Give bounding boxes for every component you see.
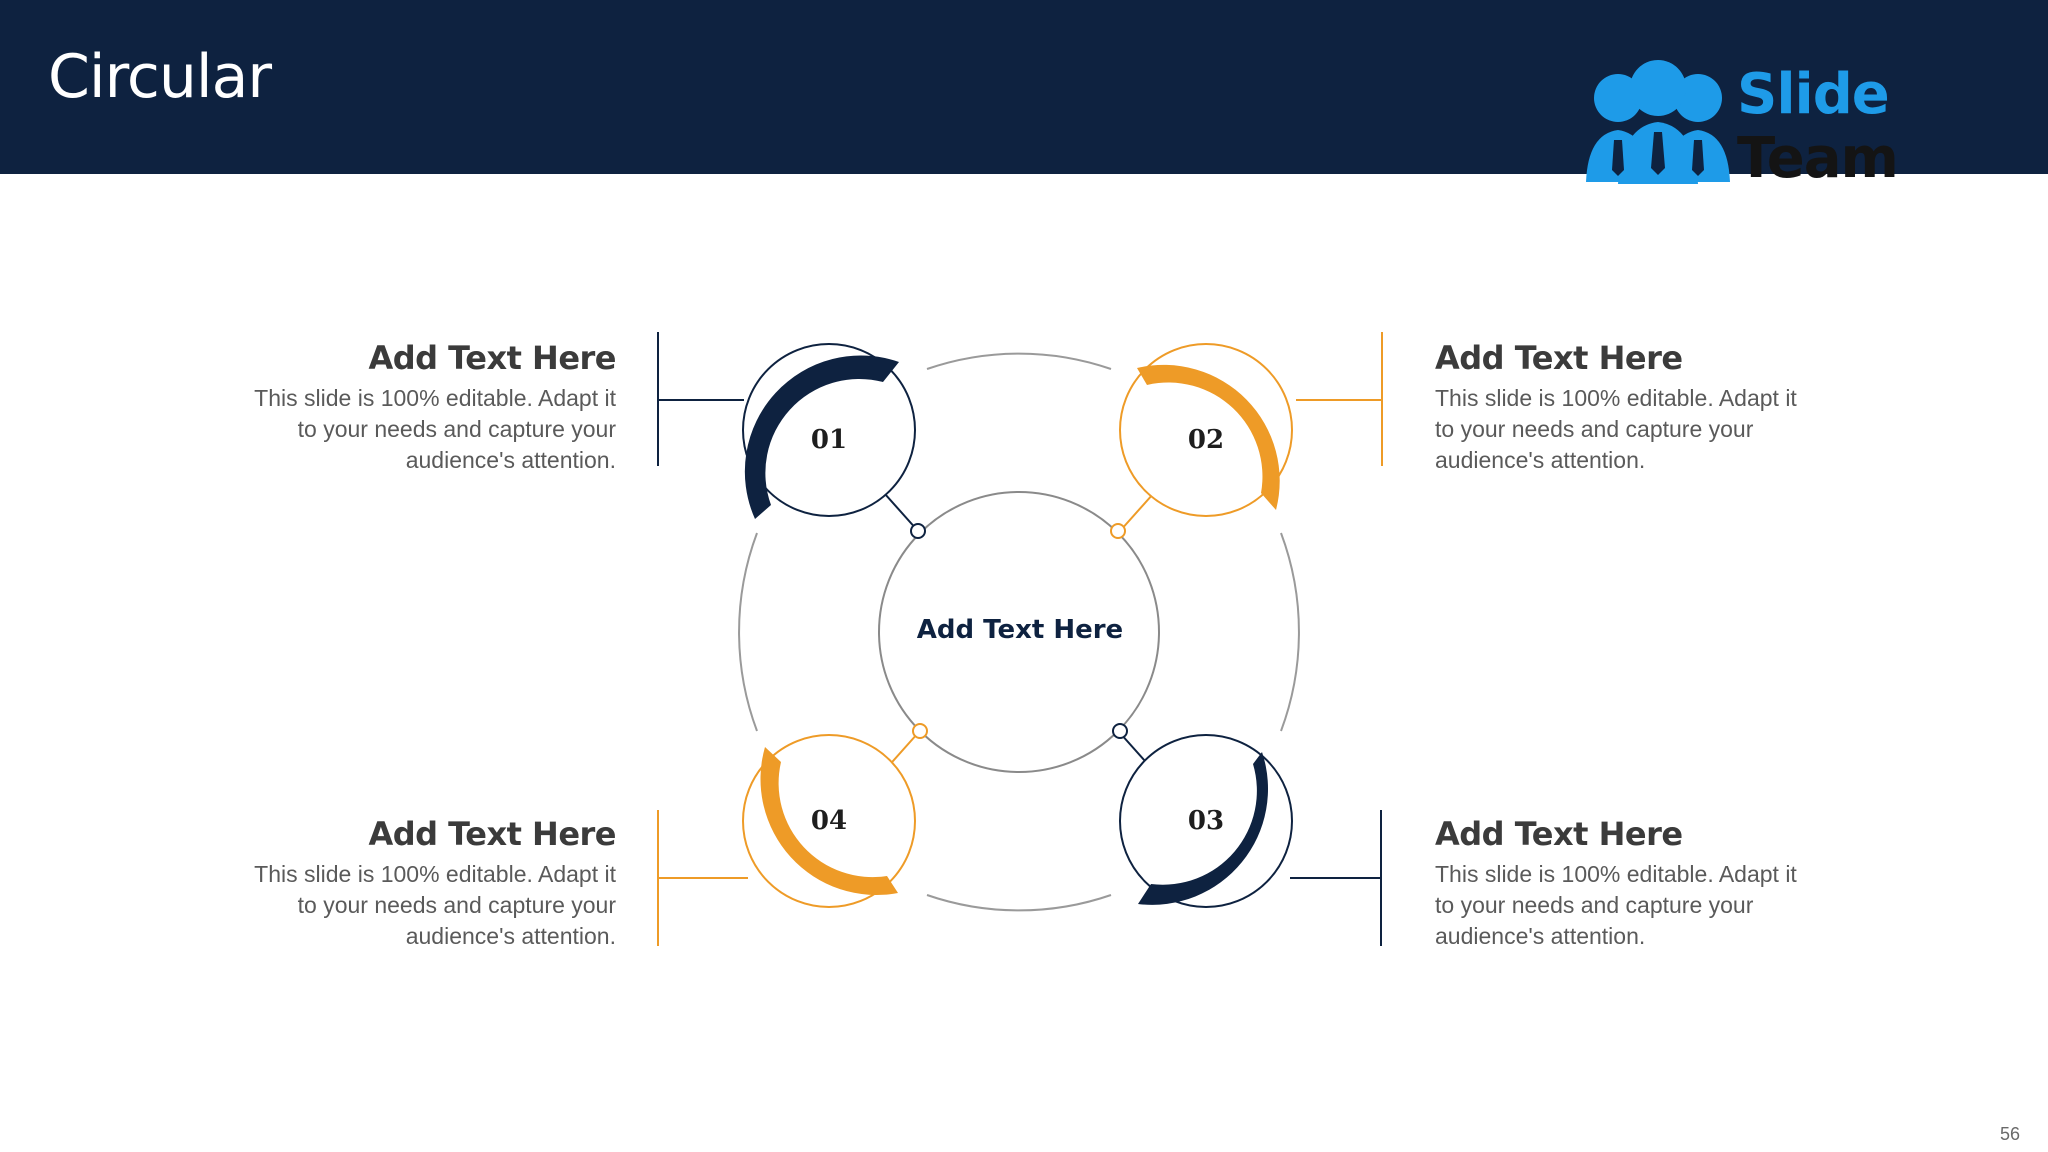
step-03-heading: Add Text Here	[1435, 815, 1683, 853]
step-01-number: 01	[810, 425, 848, 455]
step-02-body: This slide is 100% editable. Adapt it to…	[1435, 385, 1797, 473]
step-01-text-block: Add Text Here This slide is 100% editabl…	[236, 339, 616, 476]
step-01-arc	[744, 355, 899, 519]
step-04-heading: Add Text Here	[368, 815, 616, 853]
slide-title: Circular	[48, 42, 272, 112]
step-04-body: This slide is 100% editable. Adapt it to…	[254, 861, 616, 949]
step-03-number: 03	[1187, 806, 1225, 836]
connector-dot-03	[1112, 723, 1128, 739]
step-04-text-block: Add Text Here This slide is 100% editabl…	[236, 815, 616, 952]
step-02-number: 02	[1187, 425, 1225, 455]
step-03-text-block: Add Text Here This slide is 100% editabl…	[1435, 815, 1815, 952]
logo-word-slide: Slide	[1737, 62, 1890, 127]
page-number: 56	[1999, 1124, 2020, 1144]
step-04-number: 04	[810, 806, 848, 836]
step-03-body: This slide is 100% editable. Adapt it to…	[1435, 861, 1797, 949]
connector-dot-04	[912, 723, 928, 739]
step-02-arc	[1137, 364, 1280, 510]
step-01-body: This slide is 100% editable. Adapt it to…	[254, 385, 616, 473]
step-02-text-block: Add Text Here This slide is 100% editabl…	[1435, 339, 1815, 476]
center-circle	[878, 491, 1160, 773]
outer-arc-bottom	[926, 894, 1112, 912]
step-01-heading: Add Text Here	[368, 339, 616, 377]
outer-arc-left	[738, 532, 758, 732]
outer-arc-top	[926, 352, 1112, 370]
connector-dot-02	[1110, 523, 1126, 539]
outer-arc-right	[1280, 532, 1300, 732]
center-label: Add Text Here	[916, 615, 1124, 645]
connector-dot-01	[910, 523, 926, 539]
logo-word-team: Team	[1737, 126, 1898, 188]
step-02-heading: Add Text Here	[1435, 339, 1683, 377]
step-04-arc	[760, 747, 898, 896]
step-03-arc	[1138, 752, 1269, 905]
slide-team-logo-icon	[1586, 60, 1730, 184]
